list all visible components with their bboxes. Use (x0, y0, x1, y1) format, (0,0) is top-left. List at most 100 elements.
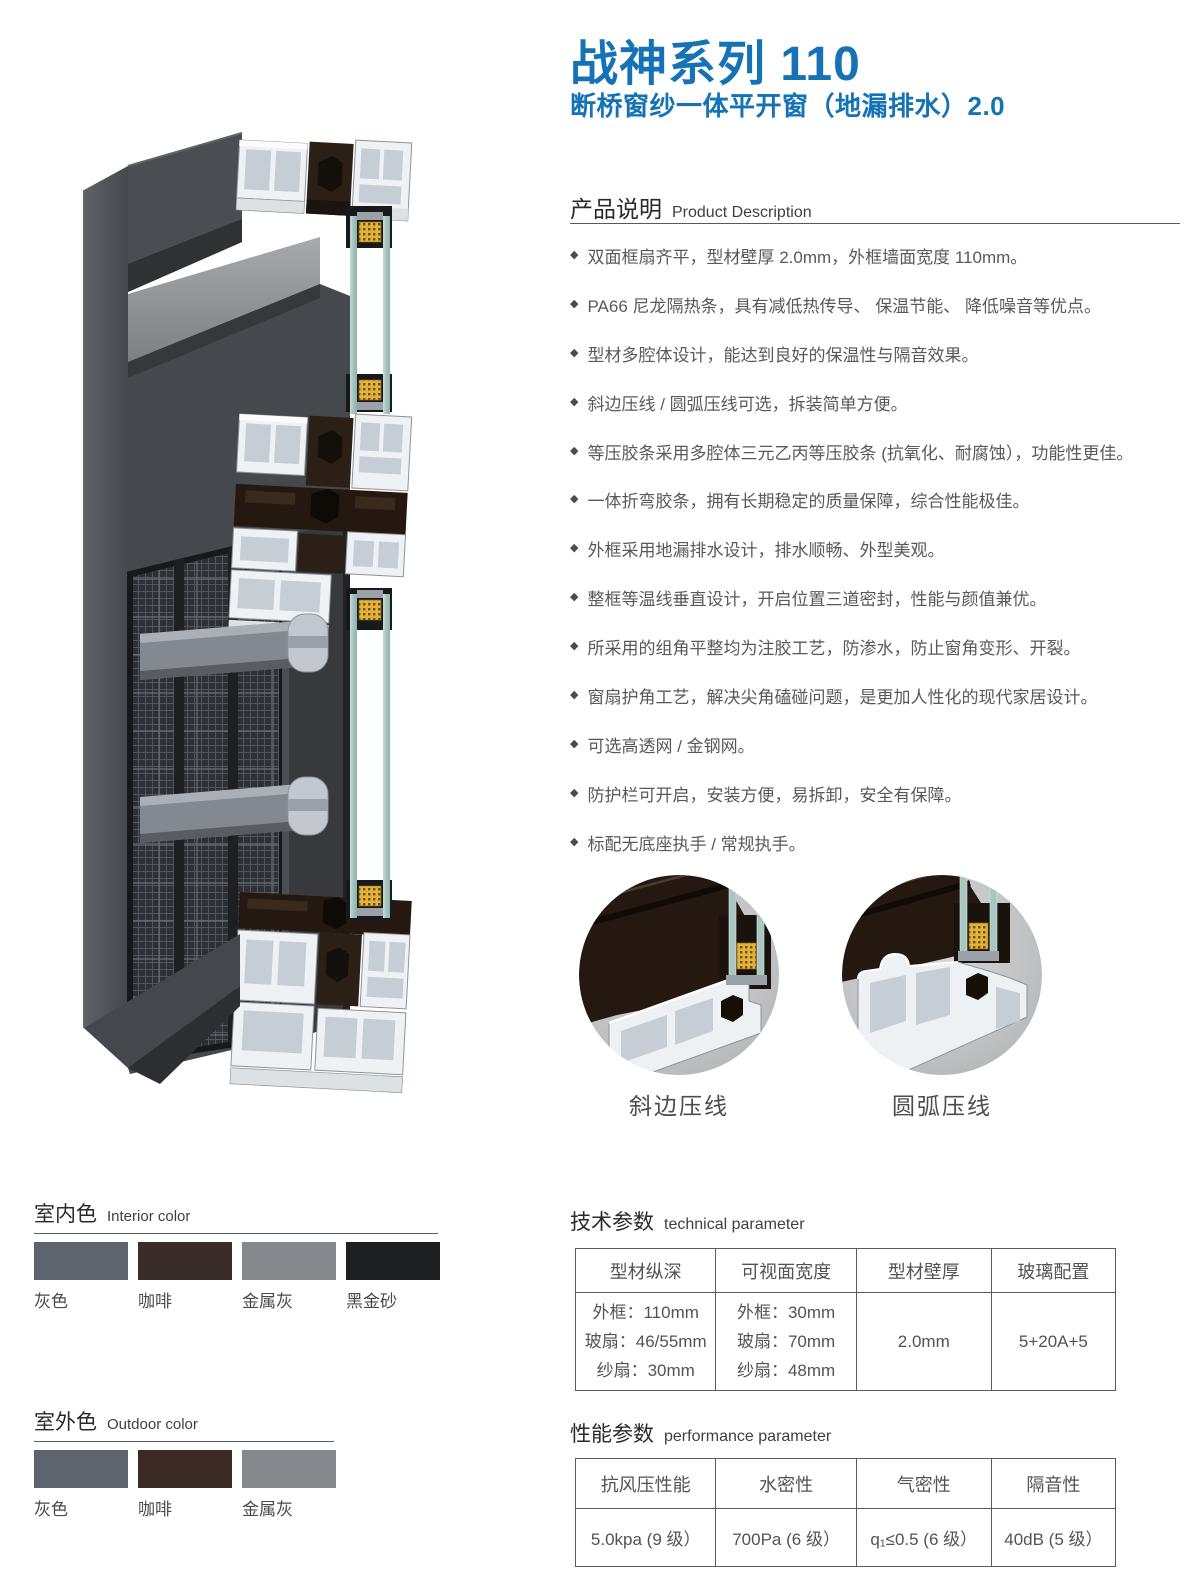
bevel-pressline-caption: 斜边压线 (629, 1093, 729, 1119)
list-item: ◆ 所采用的组角平整均为注胶工艺，防渗水，防止窗角变形、开裂。 (570, 622, 1185, 671)
bevel-pressline-svg (579, 875, 779, 1075)
column-header: 抗风压性能 (574, 1458, 717, 1509)
color-swatch (34, 1242, 128, 1280)
list-item-text: 所采用的组角平整均为注胶工艺，防渗水，防止窗角变形、开裂。 (587, 639, 1081, 659)
list-item-text: 外框采用地漏排水设计，排水顺畅、外型美观。 (587, 541, 945, 561)
list-item: ◆ 防护栏可开启，安装方便，易拆卸，安全有保障。 (570, 769, 1185, 818)
list-item-text: 标配无底座执手 / 常规执手。 (587, 834, 806, 854)
performance-parameters-heading-en: performance parameter (664, 1428, 832, 1445)
interior-color-heading-en: Interior color (107, 1208, 191, 1225)
diamond-bullet-icon: ◆ (570, 248, 579, 261)
product-description-heading-en: Product Description (672, 204, 812, 221)
list-item: ◆ 型材多腔体设计，能达到良好的保温性与隔音效果。 (570, 329, 1185, 378)
round-pressline-image (842, 875, 1042, 1075)
color-swatch (138, 1242, 232, 1280)
color-swatch-item: 灰色 (34, 1242, 128, 1312)
round-pressline-svg (842, 875, 1042, 1075)
table-row: 5.0kpa (9 级） 700Pa (6 级） q₁≤0.5 (6 级） 40… (574, 1508, 1117, 1567)
color-swatch-item: 金属灰 (242, 1242, 336, 1312)
list-item: ◆ 窗扇护角工艺，解决尖角磕碰问题，是更加人性化的现代家居设计。 (570, 671, 1185, 720)
outdoor-color-swatches: 灰色 咖啡 金属灰 (34, 1450, 336, 1520)
color-swatch (138, 1450, 232, 1488)
table-row: 外框：110mm 玻扇：46/55mm 纱扇：30mm 外框：30mm 玻扇：7… (574, 1292, 1117, 1391)
outdoor-color-heading: 室外色 Outdoor color (34, 1406, 336, 1436)
list-item: ◆ 一体折弯胶条，拥有长期稳定的质量保障，综合性能极佳。 (570, 475, 1185, 524)
list-item-text: 型材多腔体设计，能达到良好的保温性与隔音效果。 (587, 345, 979, 365)
product-description-heading-zh: 产品说明 (570, 196, 662, 222)
window-3d-render-svg (83, 132, 413, 1094)
outdoor-color-heading-en: Outdoor color (107, 1416, 198, 1433)
interior-color-rule (34, 1233, 438, 1234)
list-item-text: 整框等温线垂直设计，开启位置三道密封，性能与颜值兼优。 (587, 590, 1047, 610)
list-item-text: 双面框扇齐平，型材壁厚 2.0mm，外框墙面宽度 110mm。 (587, 247, 1028, 267)
list-item: ◆ 双面框扇齐平，型材壁厚 2.0mm，外框墙面宽度 110mm。 (570, 231, 1185, 280)
bevel-pressline-image (579, 875, 779, 1075)
glass-config-cell: 5+20A+5 (990, 1292, 1117, 1391)
diamond-bullet-icon: ◆ (570, 493, 579, 506)
list-item-text: 防护栏可开启，安装方便，易拆卸，安全有保障。 (587, 785, 962, 805)
interior-color-heading: 室内色 Interior color (34, 1198, 440, 1228)
interior-color-swatches: 灰色 咖啡 金属灰 黑金砂 (34, 1242, 440, 1312)
cell-line: 外框：110mm (592, 1303, 699, 1322)
list-item: ◆ 标配无底座执手 / 常规执手。 (570, 818, 1185, 867)
list-item: ◆等压胶条采用多腔体三元乙丙等压胶条 (抗氧化、耐腐蚀），功能性更佳。 (570, 427, 1185, 476)
column-header: 隔音性 (990, 1458, 1117, 1509)
round-pressline-figure: 圆弧压线 (842, 875, 1042, 1121)
list-item-text: PA66 尼龙隔热条，具有减低热传导、 保温节能、 降低噪音等优点。 (587, 296, 1101, 316)
visible-width-cell: 外框：30mm 玻扇：70mm 纱扇：48mm (715, 1292, 857, 1391)
diamond-bullet-icon: ◆ (570, 542, 579, 555)
color-swatch-label: 金属灰 (242, 1292, 293, 1311)
product-description-list: ◆ 双面框扇齐平，型材壁厚 2.0mm，外框墙面宽度 110mm。 ◆ PA66 尼… (570, 231, 1185, 867)
diamond-bullet-icon: ◆ (570, 346, 579, 359)
interior-color-heading-zh: 室内色 (34, 1203, 97, 1226)
color-swatch (242, 1242, 336, 1280)
product-description-rule (570, 223, 1180, 224)
column-header: 可视面宽度 (715, 1248, 857, 1293)
color-swatch (346, 1242, 440, 1280)
outdoor-color-section: 室外色 Outdoor color 灰色 咖啡 金属灰 (34, 1406, 336, 1520)
cell-line: 玻扇：70mm (736, 1332, 836, 1351)
performance-parameters-table: 抗风压性能 水密性 气密性 隔音性 5.0kpa (9 级） 700Pa (6 … (574, 1458, 1117, 1567)
performance-parameters-heading-zh: 性能参数 (570, 1423, 654, 1446)
outdoor-color-rule (34, 1441, 334, 1442)
performance-parameters-heading: 性能参数 performance parameter (570, 1418, 831, 1448)
cell-line: 玻扇：46/55mm (584, 1332, 707, 1351)
technical-parameters-heading-en: technical parameter (664, 1216, 805, 1233)
diamond-bullet-icon: ◆ (570, 688, 579, 701)
color-swatch-item: 咖啡 (138, 1450, 232, 1520)
color-swatch-label: 咖啡 (138, 1500, 172, 1519)
diamond-bullet-icon: ◆ (570, 297, 579, 310)
water-tightness-cell: 700Pa (6 级） (715, 1508, 857, 1567)
diamond-bullet-icon: ◆ (570, 835, 579, 848)
color-swatch (242, 1450, 336, 1488)
cell-line: 纱扇：48mm (736, 1361, 836, 1380)
interior-color-section: 室内色 Interior color 灰色 咖啡 金属灰 黑金砂 (34, 1198, 440, 1312)
color-swatch-label: 灰色 (34, 1500, 68, 1519)
diamond-bullet-icon: ◆ (570, 395, 579, 408)
sound-insulation-cell: 40dB (5 级） (990, 1508, 1117, 1567)
color-swatch-item: 金属灰 (242, 1450, 336, 1520)
list-item: ◆整框等温线垂直设计，开启位置三道密封，性能与颜值兼优。 (570, 573, 1185, 622)
color-swatch-label: 黑金砂 (346, 1292, 397, 1311)
column-header: 型材壁厚 (855, 1248, 992, 1293)
color-swatch-label: 金属灰 (242, 1500, 293, 1519)
diamond-bullet-icon: ◆ (570, 640, 579, 653)
technical-parameters-heading: 技术参数 technical parameter (570, 1206, 805, 1236)
page-title: 战神系列 110 (570, 38, 861, 91)
diamond-bullet-icon: ◆ (570, 737, 579, 750)
window-3d-render (82, 122, 524, 1112)
table-header-row: 型材纵深 可视面宽度 型材壁厚 玻璃配置 (574, 1248, 1117, 1293)
color-swatch-label: 灰色 (34, 1292, 68, 1311)
product-description-heading: 产品说明 Product Description (570, 190, 812, 224)
cell-line: 纱扇：30mm (596, 1361, 695, 1380)
diamond-bullet-icon: ◆ (570, 444, 579, 457)
list-item-text: 窗扇护角工艺，解决尖角磕碰问题，是更加人性化的现代家居设计。 (587, 687, 1098, 707)
page-subtitle: 断桥窗纱一体平开窗（地漏排水）2.0 (570, 91, 1006, 121)
air-tightness-cell: q₁≤0.5 (6 级） (855, 1508, 992, 1567)
diamond-bullet-icon: ◆ (570, 786, 579, 799)
list-item-text: 一体折弯胶条，拥有长期稳定的质量保障，综合性能极佳。 (587, 492, 1030, 512)
list-item-text: 斜边压线 / 圆弧压线可选，拆装简单方便。 (587, 394, 908, 414)
wind-pressure-cell: 5.0kpa (9 级） (574, 1508, 717, 1567)
profile-depth-cell: 外框：110mm 玻扇：46/55mm 纱扇：30mm (574, 1292, 717, 1391)
color-swatch-label: 咖啡 (138, 1292, 172, 1311)
